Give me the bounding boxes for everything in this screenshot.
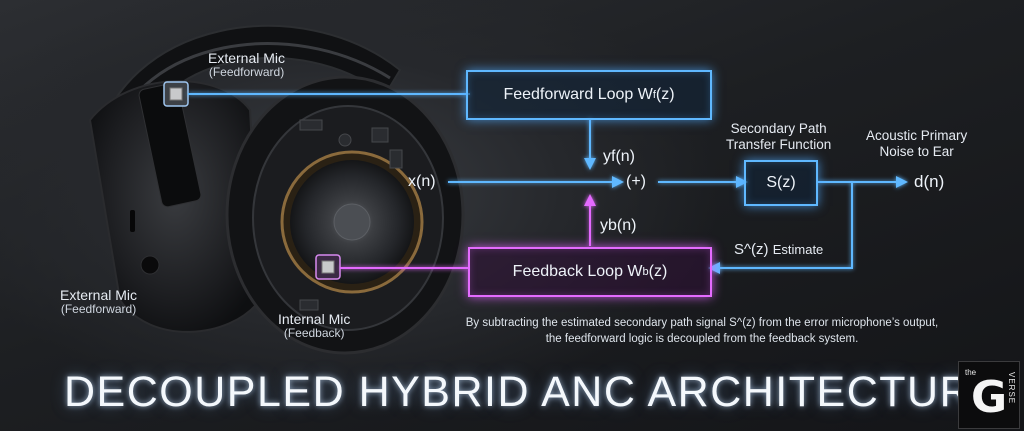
estimate-word: Estimate — [772, 242, 824, 257]
feedback-signal-paths — [340, 205, 591, 269]
feedforward-block-suffix: (z) — [655, 86, 675, 103]
feedback-arrowheads — [584, 194, 596, 206]
acoustic-line2: Noise to Ear — [879, 143, 954, 159]
estimate-feedback-line — [718, 182, 853, 269]
external-mic-bottom-sub: (Feedforward) — [60, 302, 137, 317]
internal-mic-sub: (Feedback) — [283, 326, 345, 341]
driver-center — [333, 203, 371, 241]
external-mic-top-sub: (Feedforward) — [208, 65, 285, 80]
estimate-symbol: S^(z) — [734, 241, 769, 258]
external-mic-top-label: External Mic (Feedforward) — [208, 50, 285, 80]
explanation-footnote: By subtracting the estimated secondary p… — [412, 316, 992, 347]
secondary-path-line2: Transfer Function — [726, 136, 832, 152]
logo-side-text: VERSE — [1007, 372, 1016, 405]
feedforward-block-text: Feedforward Loop W — [503, 86, 653, 103]
secondary-path-block: S(z) — [744, 160, 818, 206]
left-cup-button — [140, 255, 160, 275]
summing-junction: (+) — [626, 173, 646, 190]
estimate-label: S^(z) Estimate — [734, 241, 823, 258]
feedforward-signal-paths — [188, 93, 896, 269]
feedforward-arrowheads — [584, 158, 908, 274]
external-mic-bottom-label: External Mic (Feedforward) — [60, 287, 137, 317]
signal-yb-label: yb(n) — [600, 217, 637, 234]
acoustic-noise-label: Acoustic Primary Noise to Ear — [866, 128, 967, 159]
secondary-path-line1: Secondary Path — [730, 121, 827, 136]
secondary-path-label: Secondary Path Transfer Function — [726, 121, 831, 152]
acoustic-line1: Acoustic Primary — [866, 128, 968, 143]
main-title: DECOUPLED HYBRID ANC ARCHITECTURE — [64, 368, 1003, 416]
gverse-logo: the G VERSE — [958, 361, 1020, 429]
internal-mic-label: Internal Mic (Feedback) — [278, 311, 350, 341]
footnote-line1: By subtracting the estimated secondary p… — [465, 317, 939, 329]
signal-d-label: d(n) — [914, 172, 945, 191]
logo-letter: G — [971, 372, 1008, 423]
feedback-block-suffix: (z) — [648, 263, 668, 280]
headphone-illustration — [88, 24, 465, 355]
secondary-block-text: S(z) — [766, 174, 796, 191]
pcb-components — [299, 119, 403, 311]
feedback-block-subscript: b — [642, 266, 649, 278]
left-cup-slot — [130, 210, 135, 232]
external-mic-bottom-name: External Mic — [60, 287, 138, 303]
logo-the: the — [965, 368, 977, 377]
internal-mic-name: Internal Mic — [278, 311, 351, 327]
feedforward-block-subscript: f — [652, 89, 656, 101]
external-mic-top-name: External Mic — [208, 50, 286, 66]
left-cup-strip — [138, 82, 202, 208]
signal-x-label: x(n) — [408, 173, 436, 190]
signal-yf-label: yf(n) — [603, 148, 635, 165]
feedback-block-text: Feedback Loop W — [512, 263, 643, 280]
footnote-line2: the feedforward logic is decoupled from … — [545, 332, 859, 345]
